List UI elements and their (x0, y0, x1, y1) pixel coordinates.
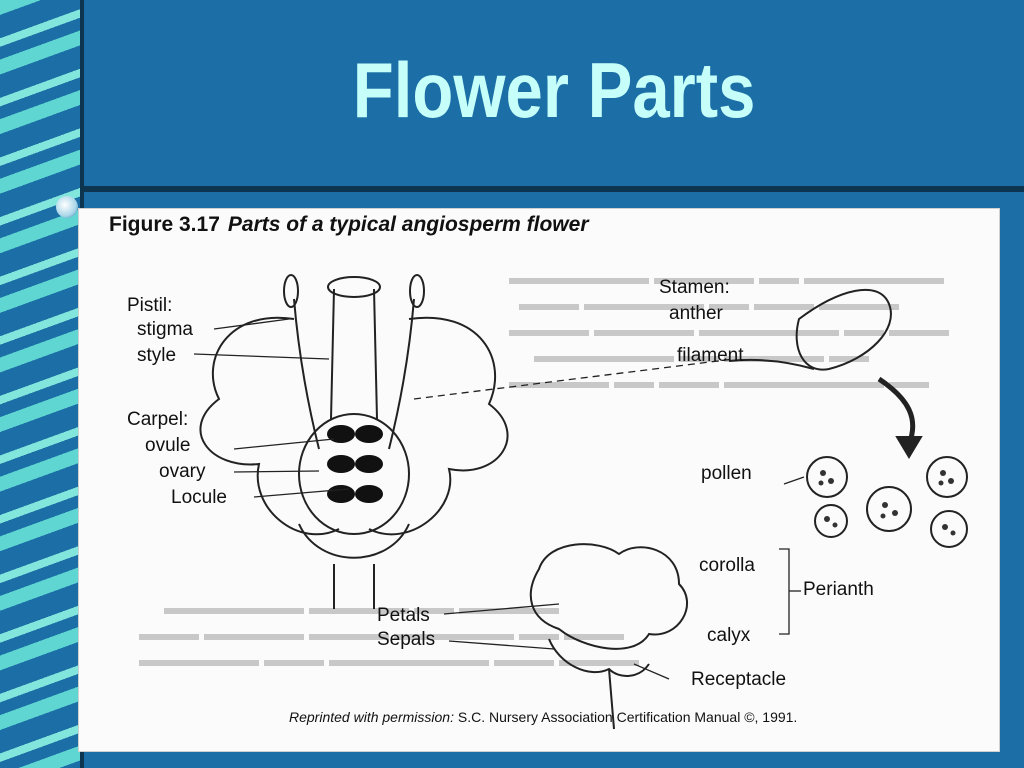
label-pistil: Pistil: (127, 295, 173, 316)
bullet-icon (56, 196, 78, 218)
ovule-6 (355, 485, 383, 503)
label-petals: Petals (377, 605, 430, 626)
anther-right (409, 274, 425, 308)
label-filament: filament (677, 345, 744, 366)
figure-caption: Figure 3.17 Parts of a typical angiosperm… (109, 213, 589, 237)
title-area: Flower Parts (84, 0, 1024, 180)
label-corolla: corolla (699, 555, 755, 576)
stamen-anther-detail (795, 288, 892, 371)
label-sepals: Sepals (377, 629, 436, 650)
label-perianth: Perianth (803, 579, 874, 600)
pollen-grain-5 (814, 504, 848, 538)
pollen-grain-1 (806, 456, 848, 498)
perianth-bracket (779, 548, 790, 635)
style-right (373, 288, 378, 420)
ovule-3 (327, 455, 355, 473)
pollen-grain-4 (930, 510, 968, 548)
slide-title: Flower Parts (352, 45, 756, 134)
ovule-2 (355, 425, 383, 443)
receptacle-base (298, 523, 410, 609)
label-pollen: pollen (701, 463, 752, 484)
label-ovary: ovary (159, 461, 206, 482)
petal-outline-left (199, 316, 340, 536)
label-stigma: stigma (137, 319, 193, 340)
anther-left (283, 274, 299, 308)
pointer-arrow (877, 376, 916, 445)
pointer-arrowhead (895, 436, 923, 459)
pollen-grain-3 (926, 456, 968, 498)
stamen-filament-left (293, 298, 320, 450)
credit-text: S.C. Nursery Association Certification M… (457, 709, 798, 725)
label-anther: anther (669, 303, 723, 324)
flower-diagram (193, 274, 968, 730)
stamen-filament-right (388, 298, 415, 450)
label-locule: Locule (171, 487, 227, 508)
label-receptacle: Receptacle (691, 669, 787, 690)
label-stamen: Stamen: (659, 277, 730, 298)
ovary-outline (298, 413, 410, 535)
title-divider (84, 186, 1024, 192)
small-flower-stem (608, 668, 615, 730)
label-ovule: ovule (145, 435, 191, 456)
small-flower-sepals (548, 638, 650, 677)
flower-figure: ▬▬▬▬▬▬▬ ▬▬▬▬▬ ▬▬ ▬▬▬▬▬▬▬ ▬▬▬ ▬▬▬▬▬▬ ▬▬ ▬… (78, 208, 1000, 752)
stamen-filament-detail (728, 358, 815, 370)
petal-outline-right (368, 316, 509, 536)
stigma-shape (327, 276, 381, 298)
figure-credit: Reprinted with permission: S.C. Nursery … (289, 709, 797, 725)
label-calyx: calyx (707, 625, 751, 646)
ovule-5 (327, 485, 355, 503)
credit-label: Reprinted with permission: (289, 709, 454, 725)
small-flower-petals (529, 543, 689, 650)
label-carpel: Carpel: (127, 409, 189, 430)
style-left (330, 288, 335, 420)
label-style: style (137, 345, 177, 366)
caption-title: Parts of a typical angiosperm flower (227, 213, 589, 236)
caption-number: Figure 3.17 (109, 213, 220, 236)
decorative-ribbon (0, 0, 80, 768)
ovule-4 (355, 455, 383, 473)
ovule-1 (327, 425, 355, 443)
pollen-grain-2 (866, 486, 912, 532)
